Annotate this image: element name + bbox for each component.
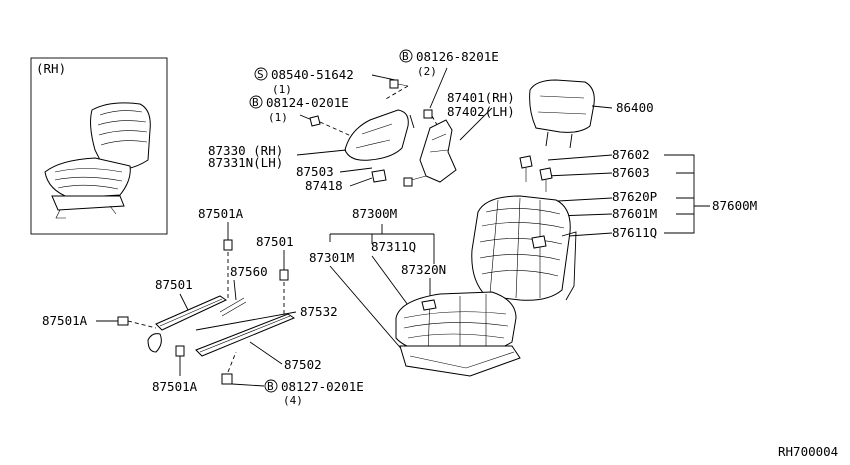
bolt-marker-icon bbox=[249, 95, 263, 109]
label-87501a-top: 87501A bbox=[198, 206, 244, 221]
label-87320n: 87320N bbox=[401, 262, 446, 277]
label-87502: 87502 bbox=[284, 357, 322, 372]
label-08126-qty: (2) bbox=[417, 65, 437, 78]
inset-label: (RH) bbox=[36, 61, 66, 76]
bolt-marker-text: B bbox=[252, 96, 259, 109]
label-87560: 87560 bbox=[230, 264, 268, 279]
part-87602-headrest-guides bbox=[519, 155, 553, 192]
bolt-marker-icon bbox=[264, 379, 278, 393]
inset-seat-illustration bbox=[44, 102, 151, 219]
label-87418: 87418 bbox=[305, 178, 343, 193]
label-87620p: 87620P bbox=[612, 189, 657, 204]
label-87532: 87532 bbox=[300, 304, 338, 319]
bolt-08127-icon bbox=[221, 373, 233, 385]
part-87418-clip bbox=[371, 169, 387, 183]
label-87600m: 87600M bbox=[712, 198, 757, 213]
label-08126-8201e: 08126-8201E bbox=[416, 49, 499, 64]
bolt-marker-text: B bbox=[267, 380, 274, 393]
bolt-marker-text: B bbox=[402, 50, 409, 63]
part-87501-slide-rail-left bbox=[147, 295, 228, 353]
label-87603: 87603 bbox=[612, 165, 650, 180]
callout-b08127: B 08127-0201E (4) bbox=[264, 379, 364, 407]
label-87331n: 87331N(LH) bbox=[208, 155, 283, 170]
label-87501-right: 87501 bbox=[256, 234, 294, 249]
part-86400-headrest bbox=[529, 79, 595, 149]
label-08124-0201e: 08124-0201E bbox=[266, 95, 349, 110]
label-87602: 87602 bbox=[612, 147, 650, 162]
diagram-reference-code: RH700004 bbox=[778, 444, 838, 459]
bolt-87501-right-icon bbox=[279, 269, 289, 281]
part-87502-slide-rail-right bbox=[195, 313, 296, 357]
callout-b08126: B 08126-8201E (2) bbox=[399, 49, 499, 109]
bolt-marker-icon bbox=[399, 49, 413, 63]
label-87501a-bottom: 87501A bbox=[152, 379, 198, 394]
label-87300m: 87300M bbox=[352, 206, 397, 221]
screw-marker-icon bbox=[254, 67, 268, 81]
label-87301m: 87301M bbox=[309, 250, 354, 265]
spring-87560-icon bbox=[219, 297, 247, 317]
label-08540-qty: (1) bbox=[272, 83, 292, 96]
callout-s08540: S 08540-51642 (1) bbox=[254, 67, 396, 96]
label-87501a-left: 87501A bbox=[42, 313, 88, 328]
part-87620p-seat-back bbox=[471, 195, 577, 301]
inset-rh: (RH) bbox=[30, 57, 168, 235]
bolt-group-top bbox=[309, 79, 441, 141]
part-87300m-seat-cushion bbox=[395, 291, 521, 377]
bolt-87501a-left-icon bbox=[117, 316, 129, 326]
label-87330: 87330 (RH) bbox=[208, 143, 283, 158]
label-87311q: 87311Q bbox=[371, 239, 416, 254]
inset-frame bbox=[30, 57, 168, 235]
label-87611q: 87611Q bbox=[612, 225, 657, 240]
part-87401-recliner bbox=[403, 119, 457, 187]
label-08127-0201e: 08127-0201E bbox=[281, 379, 364, 394]
label-08540-51642: 08540-51642 bbox=[271, 67, 354, 82]
label-08124-qty: (1) bbox=[268, 111, 288, 124]
label-87601m: 87601M bbox=[612, 206, 657, 221]
screw-marker-text: S bbox=[257, 68, 264, 81]
label-87503: 87503 bbox=[296, 164, 334, 179]
callout-87600m-group: 87602 87603 87620P 87601M 87611Q 87600M bbox=[539, 147, 757, 240]
label-87501-left: 87501 bbox=[155, 277, 193, 292]
bolt-87501a-top-icon bbox=[223, 239, 233, 251]
label-87401: 87401(RH) bbox=[447, 90, 515, 105]
label-87402: 87402(LH) bbox=[447, 104, 515, 119]
label-86400: 86400 bbox=[616, 100, 654, 115]
part-87330-recliner-cover bbox=[344, 109, 415, 161]
bolt-87501a-bottom-icon bbox=[175, 345, 185, 357]
callout-b08124: B 08124-0201E (1) bbox=[249, 95, 349, 124]
label-08127-qty: (4) bbox=[283, 394, 303, 407]
